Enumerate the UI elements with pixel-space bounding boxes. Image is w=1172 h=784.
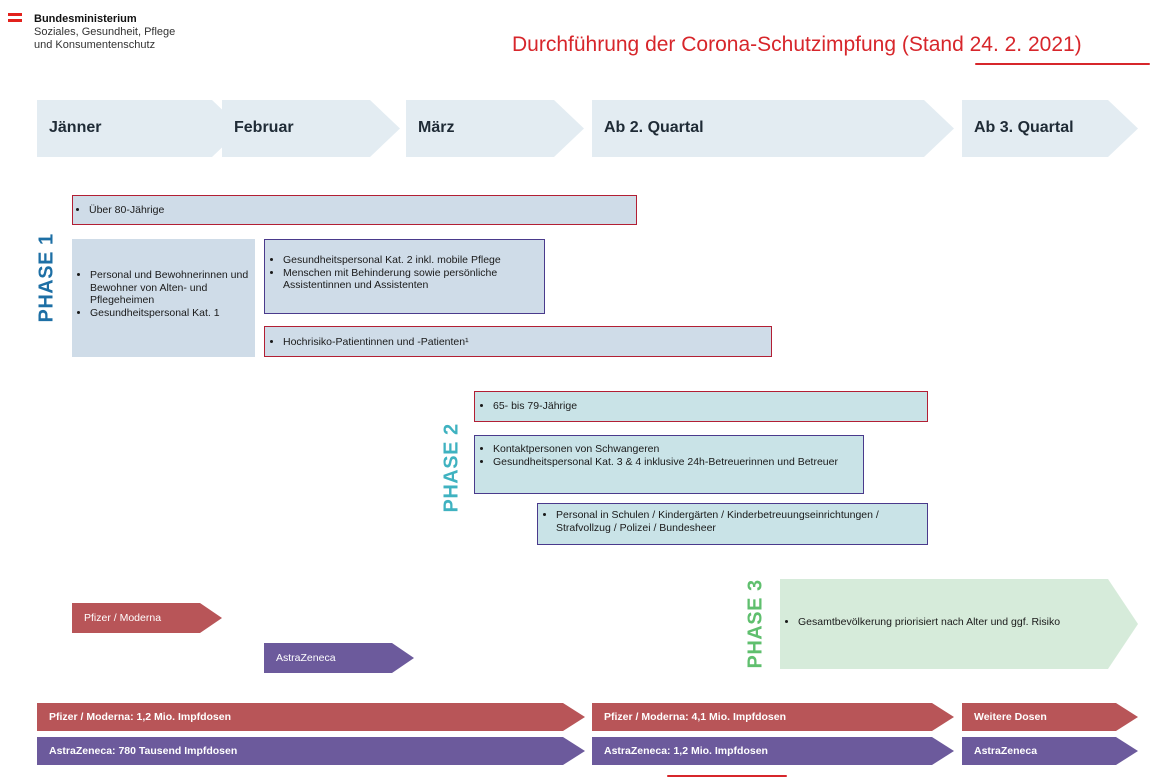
box-care-homes: Personal und Bewohnerinnen und Bewohner …	[72, 239, 255, 357]
timeline-q3: Ab 3. Quartal	[962, 100, 1138, 157]
logo-bar-top	[8, 13, 22, 16]
box-65-79: 65- bis 79-Jährige	[474, 391, 928, 422]
box-text: Gesundheitspersonal Kat. 2 inkl. mobile …	[283, 254, 536, 267]
box-text: Gesamtbevölkerung priorisiert nach Alter…	[798, 616, 1060, 629]
month-label: Februar	[234, 119, 294, 136]
arrow-label: AstraZeneca	[974, 745, 1038, 757]
timeline-january: Jänner	[37, 100, 242, 157]
arrow-astrazeneca-early: AstraZeneca	[264, 643, 414, 673]
box-over-80: Über 80-Jährige	[72, 195, 637, 225]
box-text: 65- bis 79-Jährige	[493, 400, 927, 413]
supply-pfizer-q2: Pfizer / Moderna: 4,1 Mio. Impfdosen	[592, 703, 954, 731]
month-label: März	[418, 119, 455, 136]
box-general-population: Gesamtbevölkerung priorisiert nach Alter…	[780, 579, 1138, 669]
ministry-line-1: Bundesministerium	[34, 13, 137, 25]
supply-astra-q3: AstraZeneca	[962, 737, 1138, 765]
box-text: Personal und Bewohnerinnen und Bewohner …	[90, 269, 249, 307]
title-underline	[975, 63, 1150, 65]
ministry-line-3: und Konsumentenschutz	[34, 39, 156, 51]
ministry-line-2: Soziales, Gesundheit, Pflege	[34, 26, 176, 38]
timeline-q2: Ab 2. Quartal	[592, 100, 954, 157]
arrow-label: Pfizer / Moderna: 1,2 Mio. Impfdosen	[49, 711, 232, 723]
box-contacts: Kontaktpersonen von Schwangeren Gesundhe…	[474, 435, 864, 494]
supply-astra-q2: AstraZeneca: 1,2 Mio. Impfdosen	[592, 737, 954, 765]
phase-2-label: PHASE 2	[440, 423, 463, 513]
box-text: Kontaktpersonen von Schwangeren	[493, 443, 857, 456]
box-kat2: Gesundheitspersonal Kat. 2 inkl. mobile …	[264, 239, 545, 314]
box-text: Menschen mit Behinderung sowie persönlic…	[283, 267, 536, 292]
box-text: Gesundheitspersonal Kat. 1	[90, 307, 249, 320]
arrow-label: Pfizer / Moderna	[84, 612, 162, 624]
box-high-risk: Hochrisiko-Patientinnen und -Patienten¹	[264, 326, 772, 357]
timeline-february: Februar	[222, 100, 400, 157]
arrow-pfizer-moderna-early: Pfizer / Moderna	[72, 603, 222, 633]
box-schools: Personal in Schulen / Kindergärten / Kin…	[537, 503, 928, 545]
arrow-label: AstraZeneca: 1,2 Mio. Impfdosen	[604, 745, 768, 757]
box-text: Gesundheitspersonal Kat. 3 & 4 inklusive…	[493, 456, 857, 469]
phase-1-label: PHASE 1	[35, 233, 58, 323]
arrow-label: Pfizer / Moderna: 4,1 Mio. Impfdosen	[604, 711, 787, 723]
box-text: Hochrisiko-Patientinnen und -Patienten¹	[283, 336, 771, 349]
box-text: Personal in Schulen / Kindergärten / Kin…	[556, 509, 921, 534]
supply-astra-q1: AstraZeneca: 780 Tausend Impfdosen	[37, 737, 585, 765]
month-label: Jänner	[49, 119, 102, 136]
supply-pfizer-q3: Weitere Dosen	[962, 703, 1138, 731]
month-label: Ab 2. Quartal	[604, 119, 704, 136]
month-label: Ab 3. Quartal	[974, 119, 1074, 136]
arrow-label: AstraZeneca	[276, 652, 336, 664]
box-text: Über 80-Jährige	[89, 204, 636, 217]
handwritten-underline	[667, 775, 787, 777]
ministry-name: Bundesministerium Soziales, Gesundheit, …	[34, 13, 175, 52]
logo-bar-bottom	[8, 19, 22, 22]
phase-3-label: PHASE 3	[744, 579, 767, 669]
timeline-march: März	[406, 100, 584, 157]
box-text-wrap: Gesamtbevölkerung priorisiert nach Alter…	[780, 616, 1060, 629]
supply-pfizer-q1: Pfizer / Moderna: 1,2 Mio. Impfdosen	[37, 703, 585, 731]
arrow-label: AstraZeneca: 780 Tausend Impfdosen	[49, 745, 238, 757]
arrow-label: Weitere Dosen	[974, 711, 1047, 723]
page-title: Durchführung der Corona-Schutzimpfung (S…	[512, 33, 1082, 56]
